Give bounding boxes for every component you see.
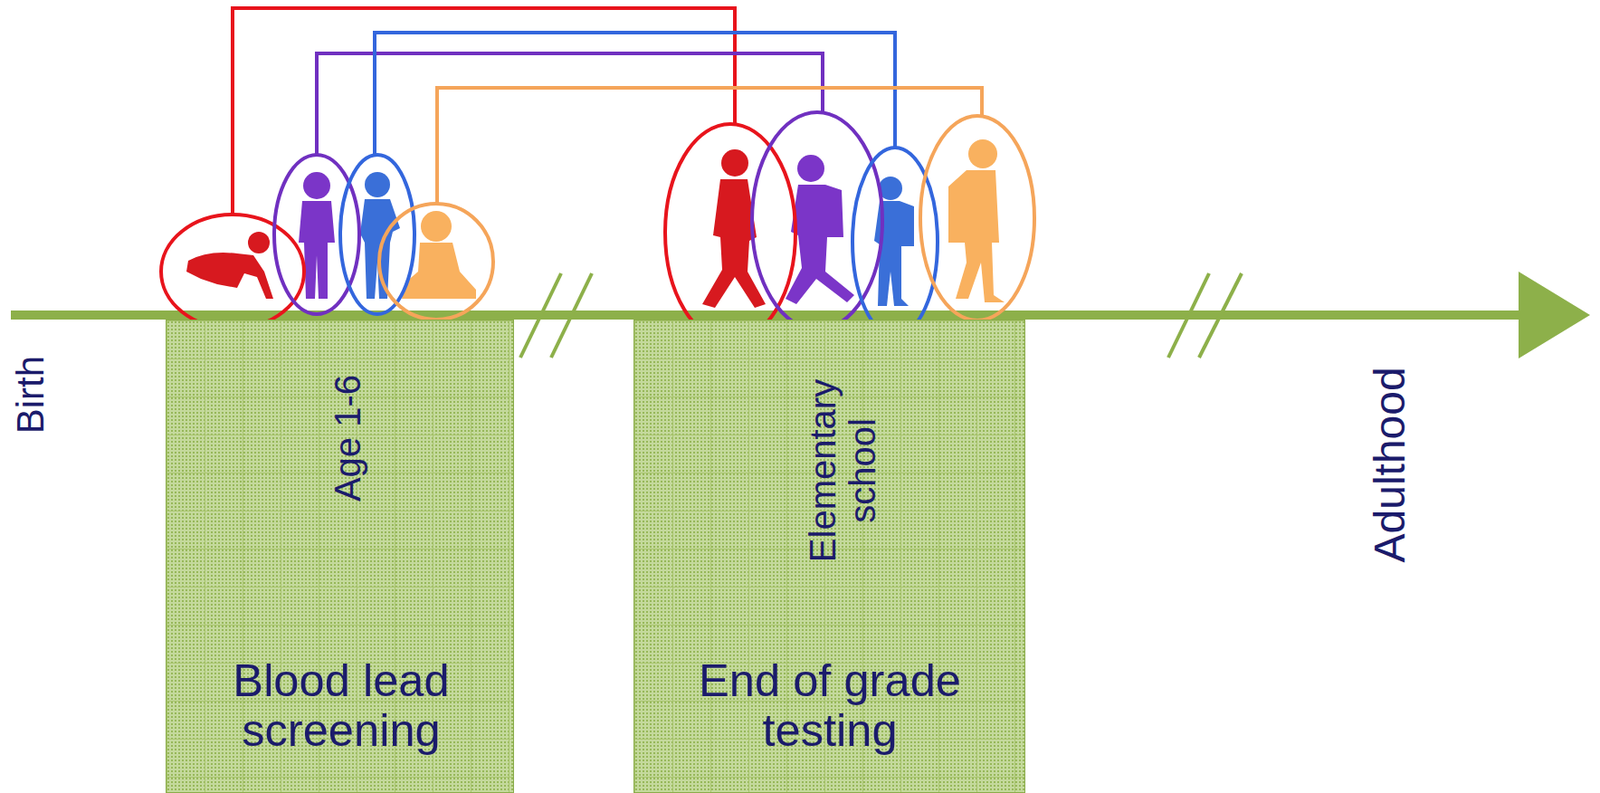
stage-band: Elementary schoolEnd of grade testing bbox=[633, 319, 1026, 793]
stage-band: Age 1-6Blood lead screening bbox=[165, 319, 515, 793]
link-brackets bbox=[232, 8, 982, 215]
screening-label: Blood lead screening bbox=[173, 655, 509, 756]
end-label: Adulthood bbox=[1366, 366, 1415, 562]
school-stage-label: Elementary school bbox=[802, 361, 883, 580]
timeline-arrowhead bbox=[1518, 271, 1591, 359]
child-ellipses bbox=[161, 112, 1035, 342]
young-children bbox=[186, 171, 477, 299]
testing-label: End of grade testing bbox=[639, 655, 1020, 756]
age-range-label: Age 1-6 bbox=[327, 302, 368, 574]
start-label: Birth bbox=[9, 355, 52, 434]
